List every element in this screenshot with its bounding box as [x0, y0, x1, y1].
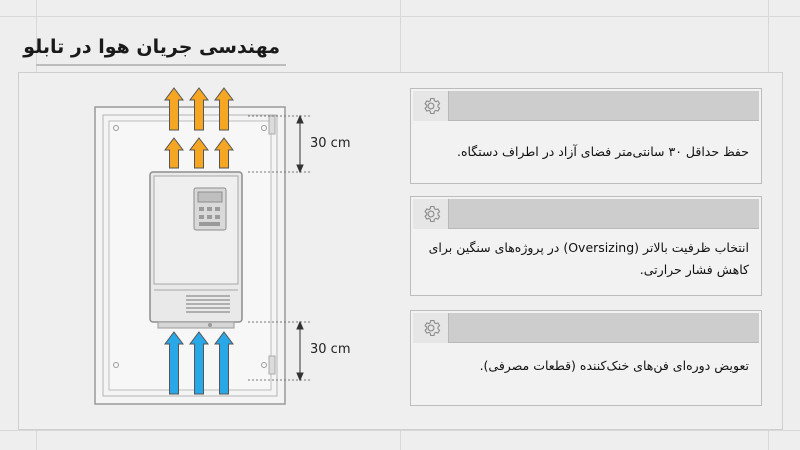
gear-icon: [413, 313, 449, 343]
hot-air-arrow: [164, 87, 184, 131]
hot-air-arrow: [189, 87, 209, 131]
hot-air-arrow: [214, 87, 234, 131]
bottom-clearance-label: 30 cm: [310, 342, 351, 357]
top-clearance-label: 30 cm: [310, 136, 351, 151]
card-header: [413, 313, 759, 343]
mount-screw: [113, 362, 119, 368]
cabinet-hinge: [268, 115, 276, 135]
mount-screw: [261, 125, 267, 131]
tip-card-fans: تعویض دوره‌ای فن‌های خنک‌کننده (قطعات مص…: [410, 310, 762, 406]
card-header: [413, 91, 759, 121]
title-underline: [36, 64, 286, 66]
mount-screw: [261, 362, 267, 368]
vent-grille: [186, 295, 230, 313]
tip-card-clearance: حفظ حداقل ۳۰ سانتی‌متر فضای آزاد در اطرا…: [410, 88, 762, 184]
card-text: تعویض دوره‌ای فن‌های خنک‌کننده (قطعات مص…: [479, 358, 749, 373]
drive-unit: [149, 171, 243, 329]
hot-air-arrows: [164, 87, 234, 169]
cool-air-arrow: [189, 331, 209, 395]
gear-icon: [413, 199, 449, 229]
cool-air-arrow: [164, 331, 184, 395]
card-text: انتخاب ظرفیت بالاتر (Oversizing) در پروژ…: [428, 240, 749, 277]
dimension-bottom: [248, 320, 310, 382]
tip-card-oversizing: انتخاب ظرفیت بالاتر (Oversizing) در پروژ…: [410, 196, 762, 296]
cool-air-arrows: [164, 331, 234, 395]
card-text: حفظ حداقل ۳۰ سانتی‌متر فضای آزاد در اطرا…: [456, 144, 749, 159]
airflow-diagram: [94, 87, 310, 405]
page-title: مهندسی جریان هوا در تابلو: [23, 36, 280, 58]
hot-air-arrow: [214, 137, 234, 169]
gear-icon: [413, 91, 449, 121]
cabinet-hinge: [268, 355, 276, 375]
card-header: [413, 199, 759, 229]
hot-air-arrow: [189, 137, 209, 169]
cabinet-inner: [102, 114, 278, 397]
hot-air-arrow: [164, 137, 184, 169]
cool-air-arrow: [214, 331, 234, 395]
keypad-display: [197, 191, 223, 203]
mount-screw: [113, 125, 119, 131]
dimension-top: [248, 114, 310, 174]
